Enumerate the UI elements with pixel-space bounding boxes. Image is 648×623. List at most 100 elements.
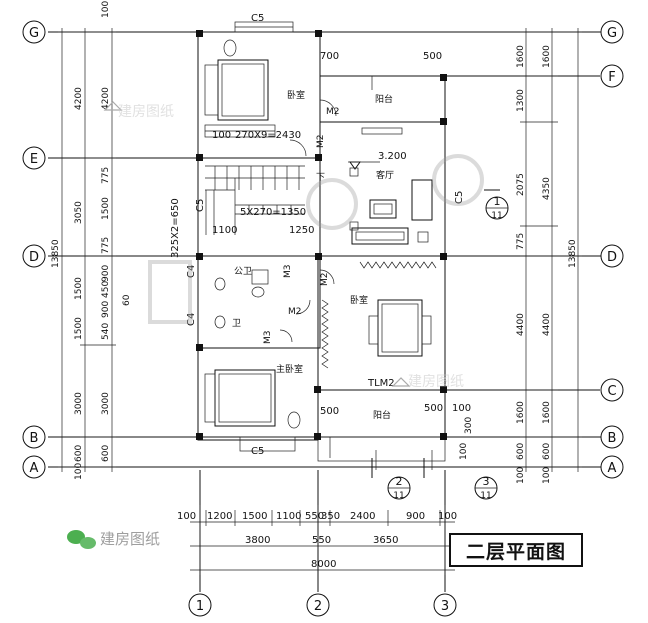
svg-text:450: 450 [101, 281, 111, 298]
svg-text:C4: C4 [186, 313, 197, 326]
svg-text:8000: 8000 [311, 559, 336, 570]
svg-text:100: 100 [212, 130, 231, 141]
svg-text:A: A [608, 461, 617, 476]
svg-text:775: 775 [101, 237, 111, 254]
svg-text:500: 500 [320, 406, 339, 417]
svg-text:100: 100 [516, 467, 526, 484]
svg-text:900: 900 [101, 265, 111, 282]
svg-text:900: 900 [101, 301, 111, 318]
svg-text:100: 100 [438, 511, 457, 522]
wechat-brand-logo: 建房图纸 [67, 530, 160, 549]
left-dimensions: 100 4200 3050 1500 1500 3000 600 100 420… [51, 1, 116, 480]
svg-text:4200: 4200 [101, 87, 111, 110]
svg-text:2: 2 [396, 475, 403, 488]
svg-text:13850: 13850 [51, 239, 61, 268]
right-dimensions: 1600 1300 2075 775 4400 1600 600 100 160… [516, 28, 582, 484]
axis-bubble-d-right: D [600, 244, 624, 268]
svg-text:1250: 1250 [289, 225, 314, 236]
svg-text:1200: 1200 [207, 511, 232, 522]
room-public-bath: 公卫 [234, 266, 252, 277]
svg-text:2: 2 [314, 599, 322, 614]
svg-text:600: 600 [516, 443, 526, 460]
svg-text:1300: 1300 [516, 89, 526, 112]
svg-text:100: 100 [459, 443, 469, 460]
svg-text:100: 100 [74, 463, 84, 480]
svg-text:3650: 3650 [373, 535, 398, 546]
axis-bubble-f-right: F [600, 64, 624, 88]
svg-text:3000: 3000 [101, 392, 111, 415]
svg-text:11: 11 [480, 491, 491, 501]
svg-text:5X270=1350: 5X270=1350 [240, 207, 306, 218]
svg-text:1500: 1500 [242, 511, 267, 522]
watermark-brand-top: 建房图纸 [103, 101, 174, 120]
svg-text:11: 11 [393, 491, 404, 501]
svg-text:100: 100 [452, 403, 471, 414]
svg-text:60: 60 [122, 294, 132, 306]
svg-text:300: 300 [464, 417, 474, 434]
svg-text:M3: M3 [283, 265, 293, 279]
room-master-bedroom: 主卧室 [276, 363, 303, 375]
watermark-logo-large [148, 154, 484, 324]
room-bedroom-mid: 卧室 [350, 294, 368, 306]
svg-text:1600: 1600 [542, 401, 552, 424]
svg-text:1600: 1600 [542, 45, 552, 68]
svg-text:G: G [29, 26, 39, 41]
svg-text:550: 550 [312, 535, 331, 546]
svg-text:下: 下 [316, 173, 325, 183]
svg-text:775: 775 [101, 167, 111, 184]
svg-text:B: B [30, 431, 39, 446]
svg-text:G: G [607, 26, 617, 41]
axis-bubble-g-left: G [22, 20, 46, 44]
svg-text:1100: 1100 [212, 225, 237, 236]
svg-text:3800: 3800 [245, 535, 270, 546]
axis-bubble-3: 3 [433, 593, 457, 617]
svg-text:M3: M3 [263, 331, 273, 345]
svg-text:M2: M2 [320, 273, 330, 287]
svg-text:500: 500 [424, 403, 443, 414]
svg-text:350: 350 [321, 511, 340, 522]
axis-bubble-d-left: D [22, 244, 46, 268]
bottom-dimensions: 100 1200 1500 1100 550 350 2400 900 100 … [177, 505, 457, 575]
svg-text:M2: M2 [326, 107, 340, 117]
svg-text:100: 100 [101, 1, 111, 18]
section-mark-2: 2 11 [387, 475, 411, 501]
svg-text:4200: 4200 [74, 87, 84, 110]
room-living: 客厅 [376, 169, 394, 181]
svg-text:1: 1 [196, 599, 204, 614]
axis-bubble-a-right: A [600, 455, 624, 479]
svg-text:1600: 1600 [516, 45, 526, 68]
room-bedroom-top: 卧室 [287, 89, 305, 101]
section-mark-1: 1 11 [485, 195, 509, 221]
svg-text:270X9=2430: 270X9=2430 [235, 130, 301, 141]
svg-text:C5: C5 [251, 13, 264, 24]
axis-bubble-b-left: B [22, 425, 46, 449]
svg-text:2400: 2400 [350, 511, 375, 522]
svg-text:TLM2: TLM2 [367, 378, 395, 389]
watermark-brand-mid: 建房图纸 [391, 374, 464, 390]
svg-text:4400: 4400 [542, 313, 552, 336]
svg-text:100: 100 [542, 467, 552, 484]
svg-text:1500: 1500 [74, 317, 84, 340]
svg-text:3: 3 [483, 475, 490, 488]
svg-text:C: C [607, 384, 616, 399]
room-bath: 卫 [232, 319, 241, 329]
svg-text:建房图纸: 建房图纸 [100, 530, 160, 548]
section-mark-3: 3 11 [474, 475, 498, 501]
svg-text:1100: 1100 [276, 511, 301, 522]
axis-bubble-e-left: E [22, 146, 46, 170]
svg-text:E: E [30, 152, 38, 167]
axis-bubble-c-right: C [600, 378, 624, 402]
svg-text:A: A [30, 461, 39, 476]
svg-text:1: 1 [494, 195, 501, 208]
svg-text:11: 11 [491, 211, 502, 221]
svg-text:500: 500 [423, 51, 442, 62]
svg-text:M2: M2 [288, 307, 302, 317]
svg-text:4350: 4350 [542, 177, 552, 200]
svg-text:F: F [608, 70, 615, 85]
svg-text:C5: C5 [454, 191, 465, 204]
svg-text:C4: C4 [186, 265, 197, 278]
svg-text:B: B [608, 431, 617, 446]
svg-text:C5: C5 [251, 446, 264, 457]
svg-text:D: D [29, 250, 39, 265]
